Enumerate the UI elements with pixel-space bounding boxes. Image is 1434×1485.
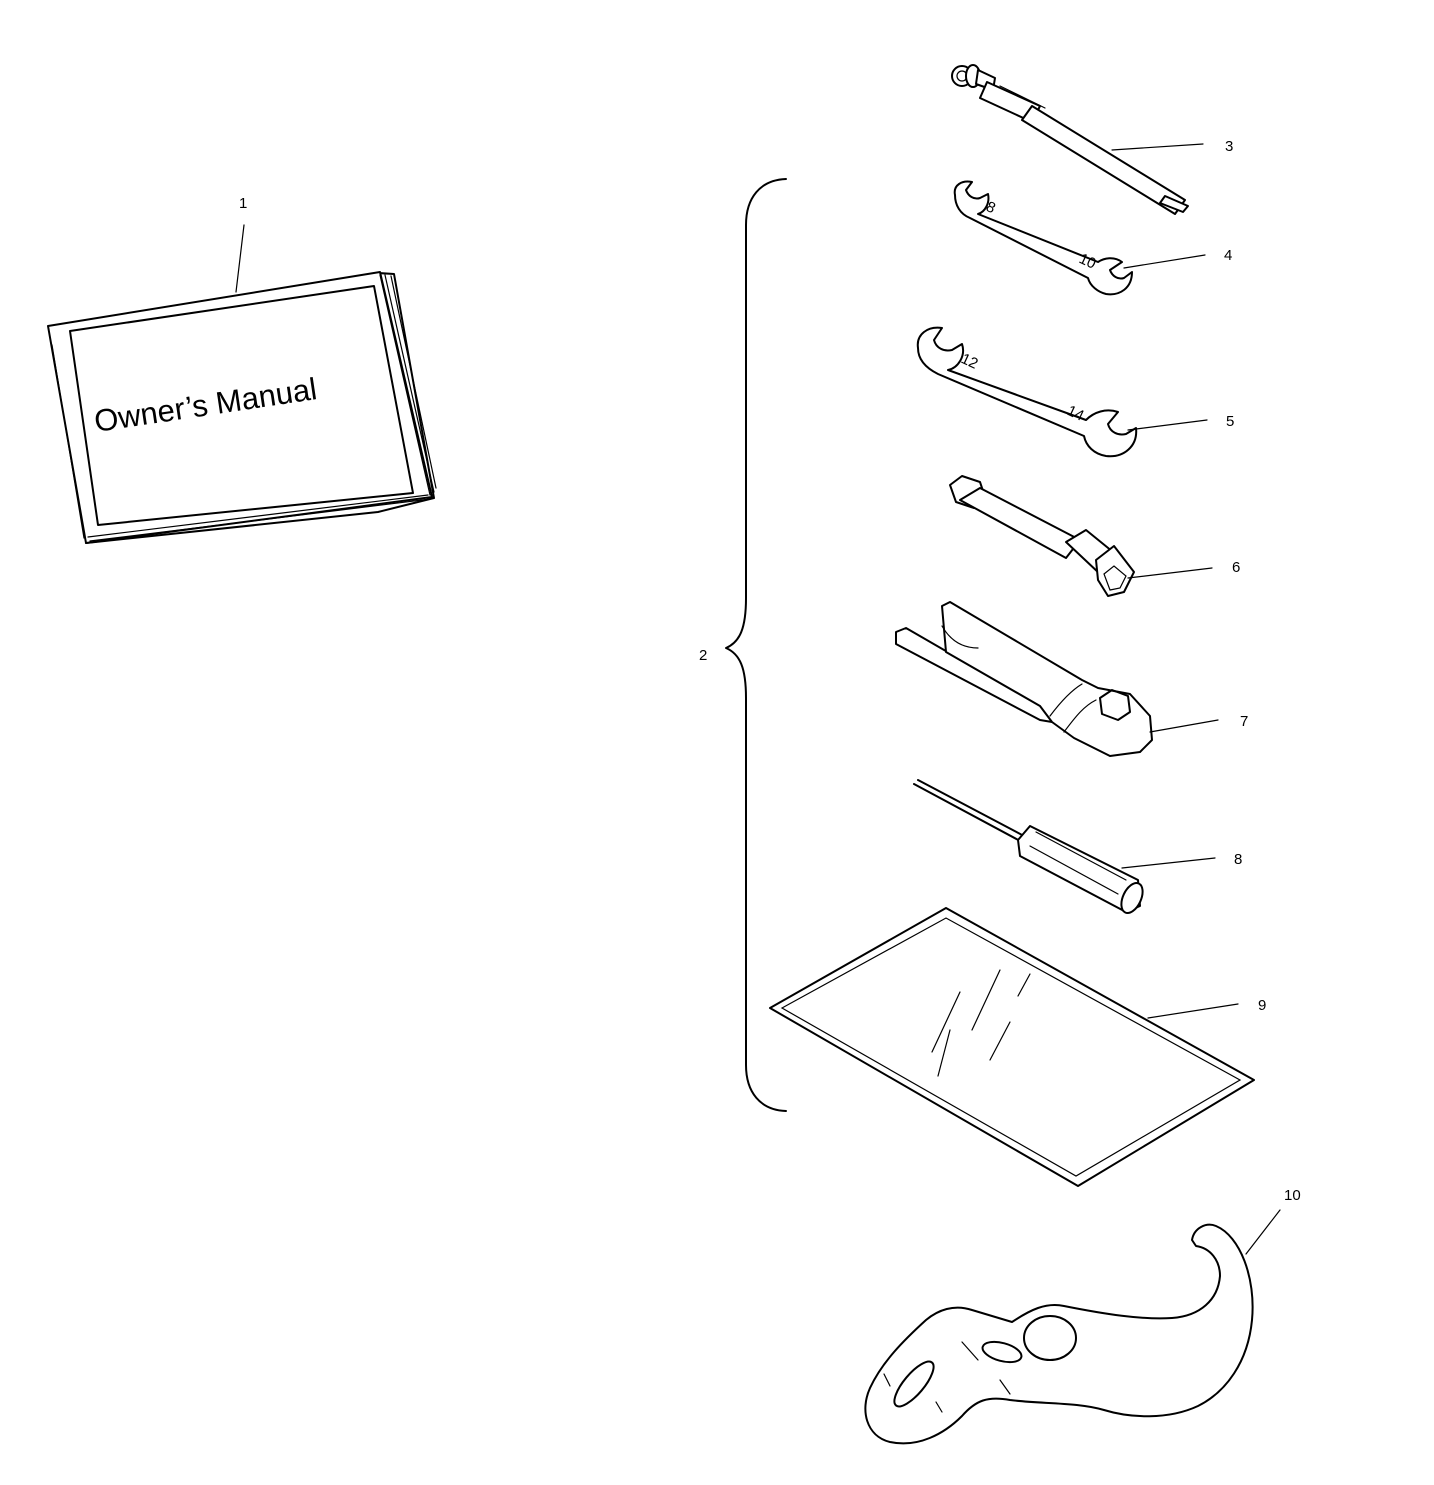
leader-10: [1245, 1209, 1281, 1255]
tool-kit-brace: 2: [699, 178, 787, 1112]
callout-9: 9: [1258, 997, 1266, 1014]
callout-1: 1: [239, 195, 247, 212]
leader-7: [1149, 719, 1219, 733]
screwdriver: 8: [913, 779, 1242, 914]
wrench-4-size-b: 10: [1076, 250, 1098, 272]
wrench-12-14: 12 14 5: [916, 326, 1234, 458]
stamped-spanner-tool: 7: [895, 601, 1248, 757]
wrench-5-size-a: 12: [958, 350, 980, 372]
leader-3: [1111, 143, 1204, 151]
leader-4: [1123, 254, 1206, 269]
leader-8: [1121, 857, 1216, 869]
wrench-8-10: 8 10 4: [953, 180, 1232, 296]
callout-5: 5: [1226, 413, 1234, 430]
tire-pressure-gauge: 3: [951, 64, 1233, 215]
hook-bracket: 10: [864, 1187, 1301, 1445]
callout-6: 6: [1232, 559, 1240, 576]
callout-4: 4: [1224, 247, 1232, 264]
callout-2: 2: [699, 647, 707, 664]
wrench-5-size-b: 14: [1064, 402, 1086, 424]
callout-10: 10: [1284, 1187, 1301, 1204]
leader-6: [1127, 567, 1213, 579]
callout-7: 7: [1240, 713, 1248, 730]
callout-8: 8: [1234, 851, 1242, 868]
callout-3: 3: [1225, 138, 1233, 155]
owners-manual: Owner’s Manual 1: [47, 195, 437, 544]
tool-bag: 9: [769, 907, 1266, 1187]
leader-5: [1127, 419, 1208, 431]
leader-1: [235, 224, 245, 293]
spark-plug-socket: 6: [949, 475, 1240, 597]
leader-9: [1147, 1003, 1239, 1019]
